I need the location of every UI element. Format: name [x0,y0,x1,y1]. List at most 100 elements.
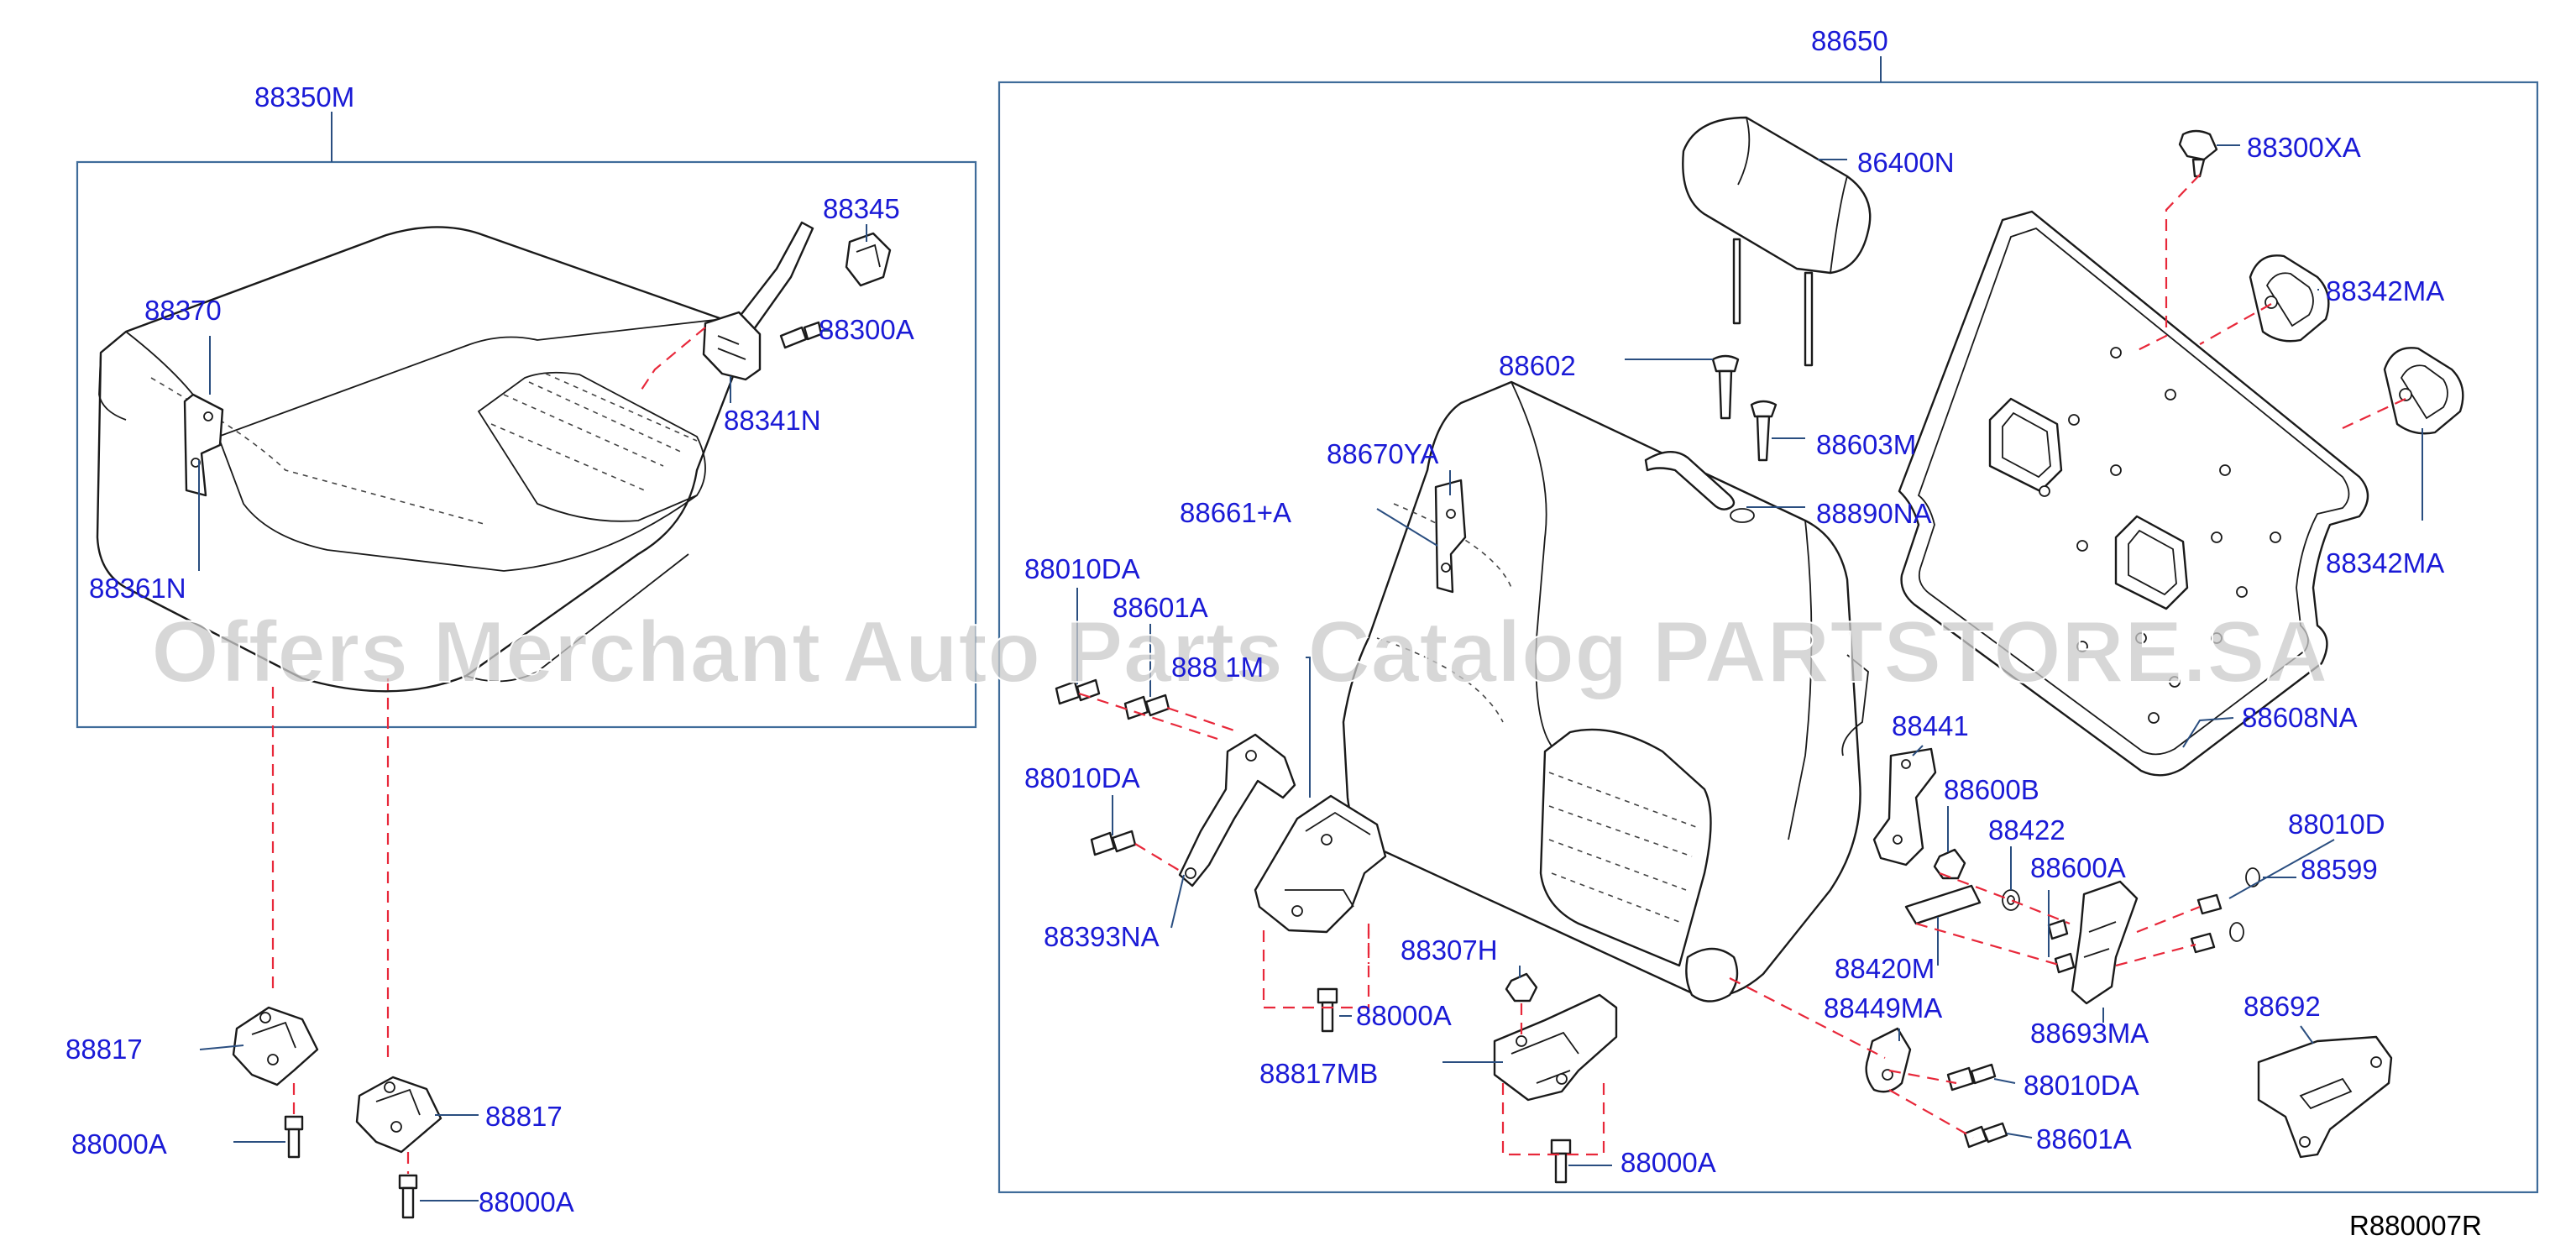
label-88441[interactable]: 88441 [1892,710,1969,741]
dash-88010D-upper [2136,905,2201,934]
label-88010D[interactable]: 88010D [2288,809,2385,840]
label-88370[interactable]: 88370 [144,295,222,326]
label-88422[interactable]: 88422 [1988,814,2066,846]
clip-88300XA [2178,129,2218,178]
label-88670YA[interactable]: 88670YA [1327,438,1438,469]
nut-88600B [1933,848,1966,880]
grommet-88342MA-lower [2383,347,2464,435]
hinge-88817MB [1493,993,1618,1102]
label-88000A-hinge[interactable]: 88000A [1356,1000,1452,1031]
leader-88692 [2300,1025,2314,1044]
label-88817-upper[interactable]: 88817 [65,1034,143,1065]
label-88307H[interactable]: 88307H [1401,934,1498,966]
label-88300A[interactable]: 88300A [819,314,914,345]
hinge-88817M [1254,794,1387,934]
leader-88608NA [2182,717,2234,748]
label-88350M[interactable]: 88350M [254,81,354,113]
label-88000A-upper[interactable]: 88000A [71,1128,167,1160]
back-assembly-frame [997,81,2539,1194]
bolt-88000A-lower-hinge [1550,1139,1572,1184]
dash-88420M [1915,922,2062,967]
label-88603M[interactable]: 88603M [1816,429,1916,460]
dash-88601A-lower [1888,1089,1974,1139]
bracket-88449MA [1865,1027,1912,1093]
cushion-bracket-hole [203,411,213,421]
label-88600B[interactable]: 88600B [1944,774,2039,805]
dash-88342MA-upper [2199,303,2272,345]
label-88300XA[interactable]: 88300XA [2247,132,2361,163]
nut-88307H [1505,972,1538,1003]
bolts-88010D [2190,893,2223,954]
cushion-hook-88817-upper [232,1006,319,1086]
leader-88661A [1376,508,1438,547]
washer-88422 [2002,889,2020,911]
label-88693MA[interactable]: 88693MA [2030,1018,2149,1049]
cushion-assembly-frame [76,160,977,729]
label-88890NA[interactable]: 88890NA [1816,498,1932,529]
bolt-88000A-upper [284,1115,304,1159]
label-88692[interactable]: 88692 [2244,991,2321,1022]
dash-88342MA-lower [2342,398,2406,429]
label-88601A-lower[interactable]: 88601A [2036,1123,2132,1154]
leader-88601A-lower [2006,1133,2033,1139]
dash-88449MA [1729,977,1886,1059]
bolt-88000A-hinge [1317,987,1338,1033]
label-88817-lower[interactable]: 88817 [485,1101,563,1132]
dash-88600B [1939,872,2071,925]
bracket-hole [1446,509,1456,519]
label-88000A-lower-hinge[interactable]: 88000A [1620,1147,1716,1178]
label-88010DA-lower[interactable]: 88010DA [2024,1070,2139,1101]
dash-88010DA-lower [1888,1069,1957,1085]
dash-bolt-88601A [1166,706,1235,732]
buckle-cover-detail [856,243,881,268]
label-88361N[interactable]: 88361N [89,573,186,604]
label-88000A-lower[interactable]: 88000A [479,1186,574,1217]
headrest-guide-88602 [1711,354,1740,420]
label-88817M[interactable]: 888 1M [1171,652,1264,683]
headrest-guide-88603M [1750,400,1778,462]
bracket-88441-hole [1893,835,1903,845]
headrest-86400N [1682,116,1872,367]
label-88599[interactable]: 88599 [2301,854,2378,885]
label-88342MA-upper[interactable]: 88342MA [2326,275,2444,306]
label-88602[interactable]: 88602 [1499,350,1576,381]
bracket-88449MA-hole [1882,1069,1893,1081]
label-88010DA-middle[interactable]: 88010DA [1024,762,1140,793]
bolt-88601A-lower [1963,1122,2008,1149]
label-88600A[interactable]: 88600A [2030,852,2126,883]
label-88342MA-lower[interactable]: 88342MA [2326,547,2444,578]
bracket-88692 [2257,1035,2393,1159]
bracket-88693MA-detail [2083,921,2117,958]
dash-bolt-middle [1134,843,1185,874]
bolt-88300A [779,321,823,349]
leader-88393NA [1170,874,1185,929]
label-88010DA-upper[interactable]: 88010DA [1024,553,1140,584]
diagram-reference: R880007R [2349,1210,2482,1241]
label-88608NA[interactable]: 88608NA [2242,702,2358,733]
leader-88010DA-lower [1993,1078,2016,1084]
dash-88010D-lower [2115,943,2196,967]
leader-88441 [1912,745,1924,756]
watermark: Offers Merchant Auto Parts Catalog PARTS… [151,604,2328,701]
label-86400N[interactable]: 86400N [1857,147,1955,178]
label-88449MA[interactable]: 88449MA [1824,992,1942,1024]
bolts-88600A [2047,919,2076,974]
label-88601A-upper[interactable]: 88601A [1113,592,1208,623]
label-88345[interactable]: 88345 [823,193,900,224]
dash-bolt-upper [1078,692,1218,741]
bolt-88000A-lower [398,1174,418,1219]
label-88650[interactable]: 88650 [1811,25,1888,56]
label-88817MB[interactable]: 88817MB [1259,1058,1378,1089]
buckle-cover-88345 [845,232,892,287]
dash-hinge-bolts [1262,930,1370,1009]
label-88341N[interactable]: 88341N [724,405,821,436]
dash-88817MB-bolts [1501,1083,1605,1156]
cushion-hook-88817-lower [355,1076,442,1154]
label-88393NA[interactable]: 88393NA [1044,921,1160,952]
bolt-88010DA-lower [1946,1063,1997,1092]
hinge-88393NA [1178,733,1296,887]
label-88661A[interactable]: 88661+A [1180,497,1291,528]
seat-back-drawing [1342,380,1869,1003]
label-88420M[interactable]: 88420M [1835,953,1935,984]
